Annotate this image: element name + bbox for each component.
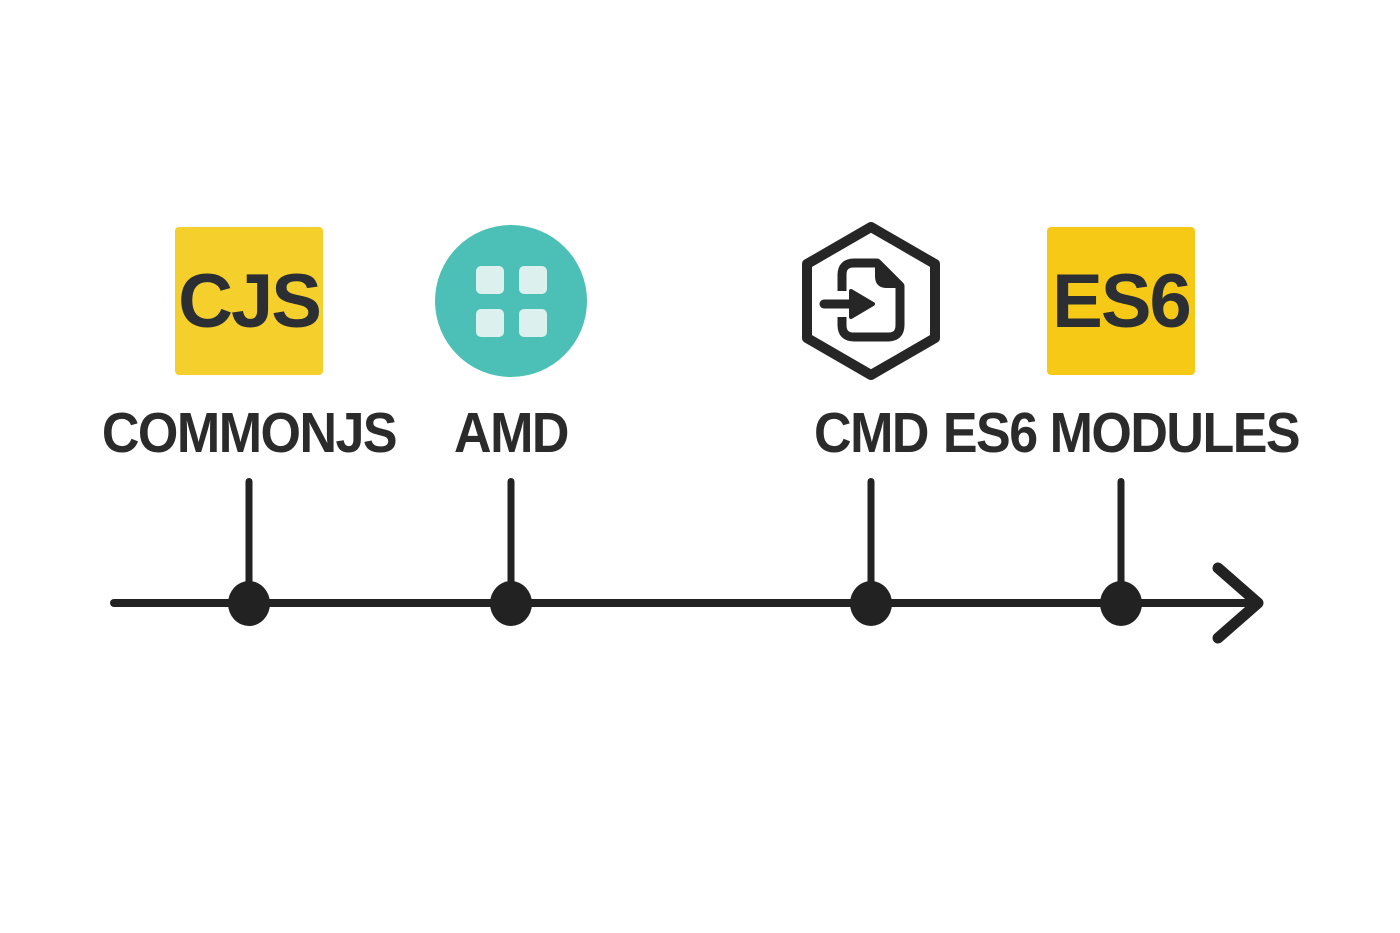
hexagon-import-file-icon [802,222,940,380]
timeline-dot [1100,581,1142,626]
node-label-cmd: CMD [814,402,929,465]
import-file-icon [837,258,905,342]
cjs-badge-icon: CJS [175,227,323,375]
timeline-dot [850,581,892,626]
grid-icon [475,265,547,337]
es6-badge-icon: ES6 [1047,227,1195,375]
cjs-badge-text: CJS [178,258,322,344]
timeline-node-es6: ES6 ES6 MODULES [921,225,1321,626]
timeline-node-amd: AMD [311,225,711,626]
hexagon-outline [802,222,940,380]
timeline-stem [507,478,515,606]
timeline-node-cmd: CMD [671,222,1071,626]
timeline-node-commonjs: CJS COMMONJS [49,225,449,626]
node-label-amd: AMD [454,402,569,465]
timeline-stem [867,478,875,606]
node-label-commonjs: COMMONJS [101,402,398,465]
es6-badge-text: ES6 [1052,258,1192,344]
timeline-stem [1117,478,1125,606]
timeline-line [110,599,1250,607]
timeline-dot [228,581,270,626]
node-label-es6-modules: ES6 MODULES [942,402,1301,465]
timeline-dot [490,581,532,626]
amd-circle-icon [435,225,587,377]
timeline-stem [245,478,253,606]
arrow-right-icon [1212,562,1264,644]
